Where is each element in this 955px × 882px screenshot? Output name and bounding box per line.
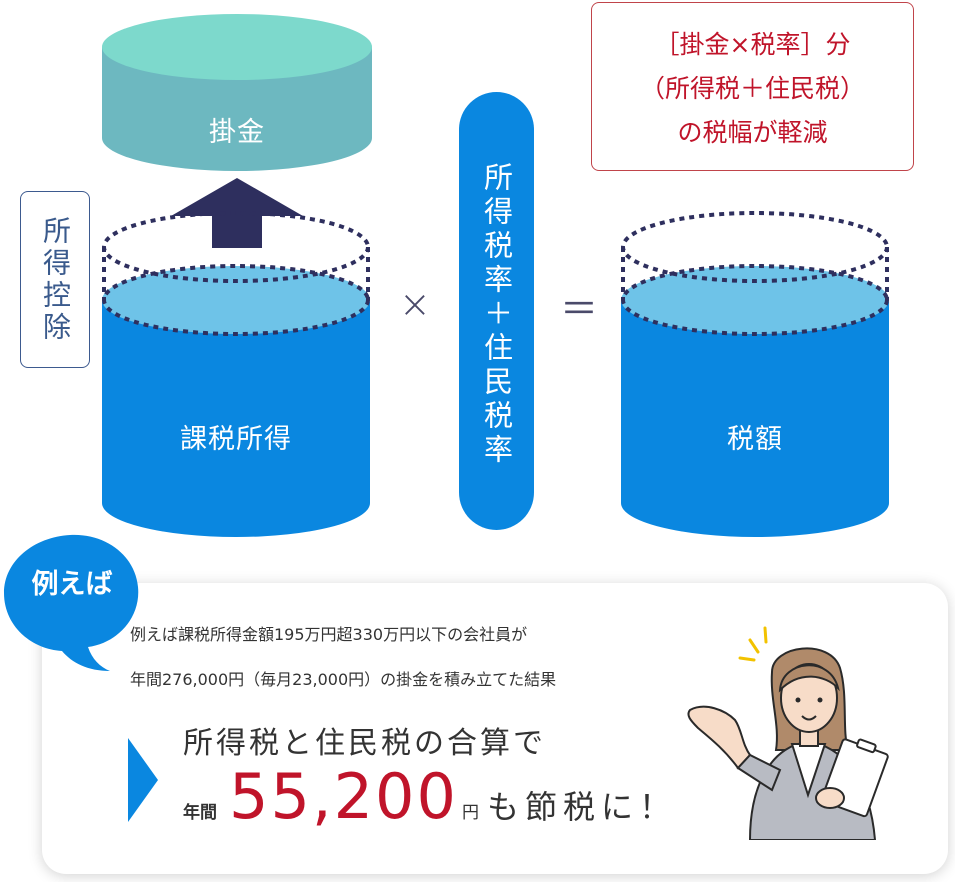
equals-sign: ＝ bbox=[560, 287, 599, 331]
savings-prefix: 年間 bbox=[183, 803, 217, 823]
savings-unit: 円 bbox=[461, 803, 479, 823]
example-line-2: 年間276,000円（毎月23,000円）の掛金を積み立てた結果 bbox=[130, 670, 557, 689]
savings-suffix: も節税に！ bbox=[486, 788, 677, 826]
result-line-3: の税幅が軽減 bbox=[677, 118, 828, 147]
result-box: ［掛金×税率］分 （所得税＋住民税） の税幅が軽減 bbox=[591, 2, 914, 171]
tax-amount-label: 税額 bbox=[727, 424, 783, 455]
up-arrow-icon bbox=[171, 178, 303, 248]
result-line-2: （所得税＋住民税） bbox=[639, 74, 865, 103]
tax-rate-pill: 所得税率＋住民税率 bbox=[459, 92, 534, 530]
chevron-right-icon bbox=[128, 738, 158, 822]
savings-row: 年間 55,200 円 も節税に！ bbox=[183, 760, 677, 833]
speech-bubble-icon bbox=[4, 534, 139, 671]
businesswoman-illustration bbox=[687, 626, 889, 840]
income-deduction-label: 所得控除 bbox=[39, 215, 72, 344]
savings-amount: 55,200 bbox=[229, 760, 458, 833]
example-line-1: 例えば課税所得金額195万円超330万円以下の会社員が bbox=[130, 625, 528, 644]
taxable-income-label: 課税所得 bbox=[180, 424, 292, 455]
tax-rate-label: 所得税率＋住民税率 bbox=[479, 162, 514, 468]
headline: 所得税と住民税の合算で bbox=[183, 726, 546, 761]
contribution-cylinder bbox=[102, 14, 372, 171]
example-badge: 例えば bbox=[31, 569, 113, 600]
multiply-sign: × bbox=[399, 282, 431, 326]
taxable-income-cylinder bbox=[102, 211, 370, 537]
income-deduction-box: 所得控除 bbox=[20, 191, 90, 368]
contribution-label: 掛金 bbox=[209, 117, 265, 148]
result-line-1: ［掛金×税率］分 bbox=[654, 30, 851, 59]
tax-amount-cylinder bbox=[621, 211, 889, 537]
